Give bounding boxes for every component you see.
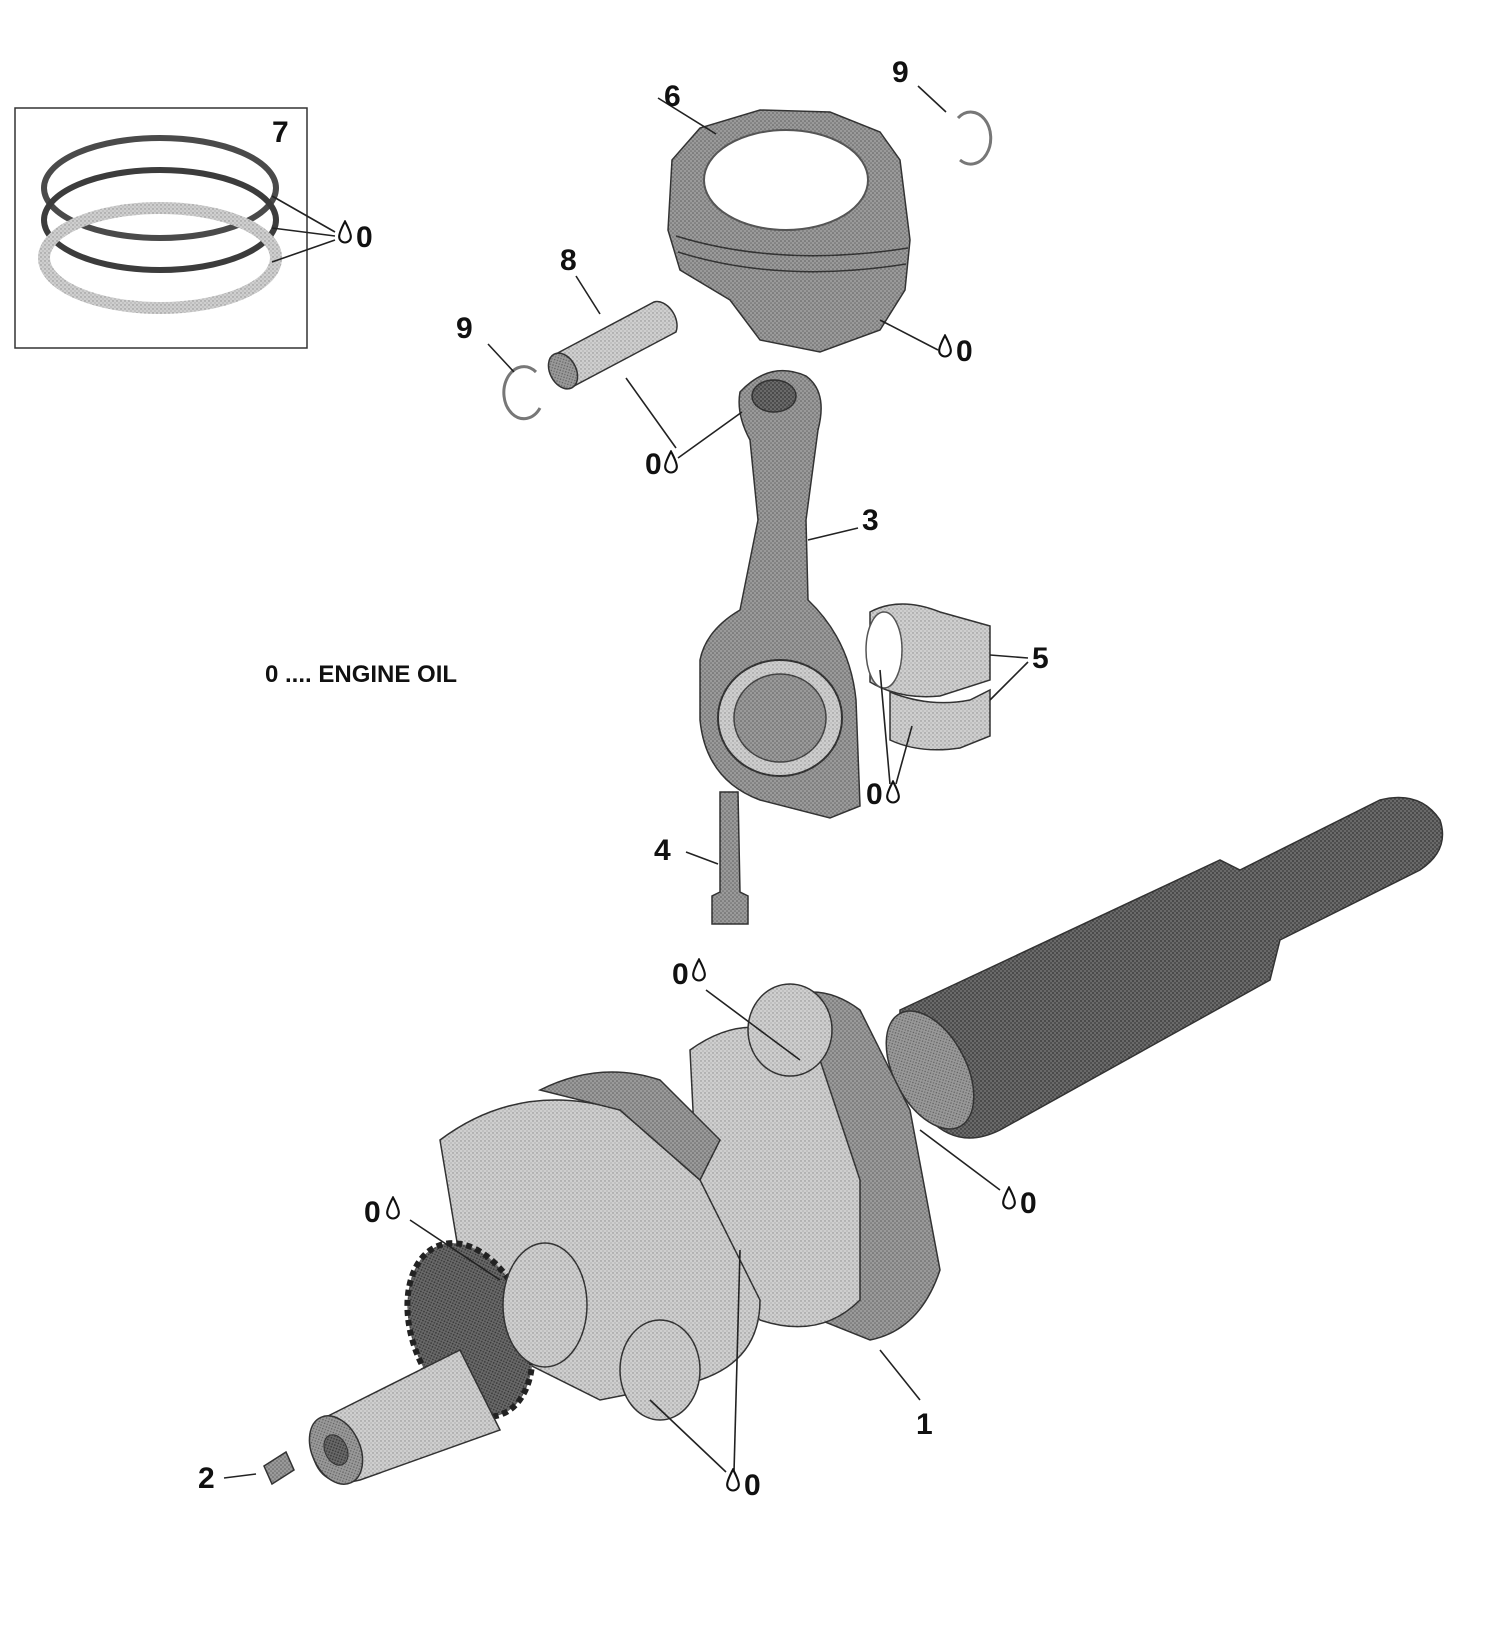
rod-small-end-bore xyxy=(751,379,797,413)
callout-circlip-top: 9 xyxy=(892,56,909,89)
callout-circlip-left: 9 xyxy=(456,312,473,345)
rod-bolt xyxy=(711,791,749,925)
piston-ring-oil xyxy=(38,202,282,314)
oil-drop-icon xyxy=(386,1196,400,1220)
piston-ring-middle xyxy=(41,167,279,273)
piston-pin xyxy=(550,300,678,387)
callout-piston-rings: 7 xyxy=(272,116,289,149)
crankshaft-output-shaft xyxy=(899,796,1444,1139)
bearings-group: 5 0 xyxy=(865,603,1049,811)
piston-rings-group: 7 0 xyxy=(14,107,373,349)
oil-drop-icon xyxy=(938,334,952,358)
oil-marker-bearings: 0 xyxy=(866,778,883,811)
key-group: 2 xyxy=(198,1450,295,1495)
oil-marker-rod-top: 0 xyxy=(645,448,662,481)
callout-crankshaft: 1 xyxy=(916,1408,933,1441)
oil-drop-icon xyxy=(338,220,352,244)
circlip-top-group: 9 xyxy=(892,56,993,166)
rod-bolt-group: 4 xyxy=(654,791,749,925)
oil-drop-icon xyxy=(664,450,678,474)
oil-marker-crank-right: 0 xyxy=(1020,1187,1037,1220)
circlip-left xyxy=(502,365,542,421)
circlip-top xyxy=(956,110,993,166)
callout-piston-pin: 8 xyxy=(560,244,577,277)
callout-connecting-rod: 3 xyxy=(862,504,879,537)
oil-marker-crank-bottom: 0 xyxy=(744,1469,761,1502)
crankshaft-group: 0 0 0 0 1 xyxy=(308,796,1444,1502)
callout-key: 2 xyxy=(198,1462,215,1495)
legend-engine-oil: 0 .... ENGINE OIL xyxy=(265,661,457,688)
oil-drop-icon xyxy=(692,958,706,982)
piston-crown xyxy=(703,129,869,231)
connecting-rod-group: 0 3 xyxy=(645,369,879,819)
circlip-left-group: 9 xyxy=(456,312,542,421)
callout-rod-bolt: 4 xyxy=(654,834,671,867)
oil-marker-piston: 0 xyxy=(956,335,973,368)
piston-rings-frame xyxy=(14,107,308,349)
woodruff-key xyxy=(263,1450,295,1486)
oil-drop-icon xyxy=(886,780,900,804)
oil-drop-icon xyxy=(726,1468,740,1492)
callout-piston: 6 xyxy=(664,80,681,113)
oil-marker-crank-left: 0 xyxy=(364,1196,381,1229)
oil-drop-icon xyxy=(1002,1186,1016,1210)
piston-group: 6 0 xyxy=(657,80,973,368)
oil-marker-crank-top: 0 xyxy=(672,958,689,991)
callout-bearings: 5 xyxy=(1032,642,1049,675)
piston-ring-top xyxy=(41,135,279,241)
bearing-shell-lower xyxy=(889,688,991,751)
bearing-shell-upper xyxy=(869,603,991,698)
oil-marker-rings: 0 xyxy=(356,221,373,254)
piston-pin-group: 8 xyxy=(547,244,678,449)
